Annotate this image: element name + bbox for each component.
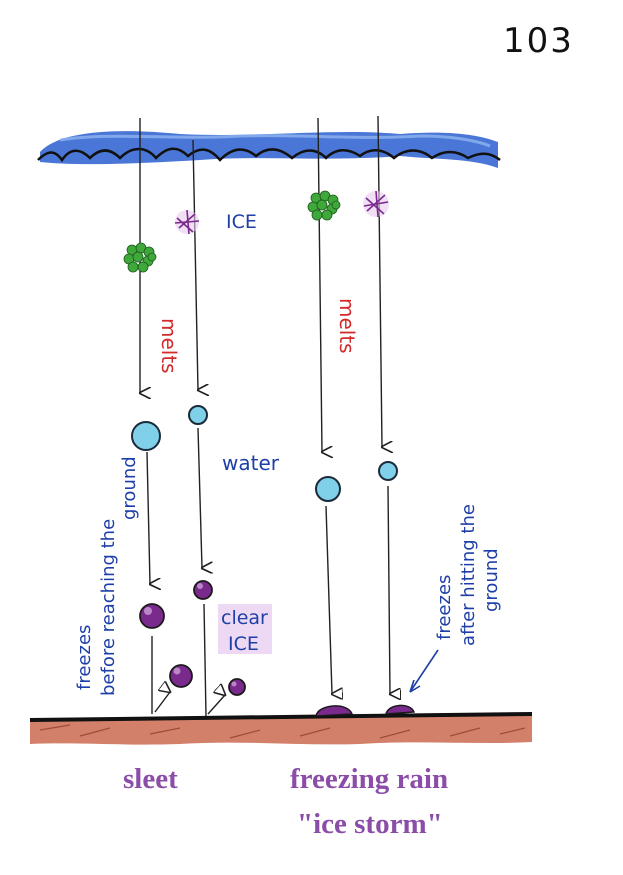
path-line-4-lower bbox=[387, 485, 390, 694]
label-freezes-after: freezes after hitting the ground bbox=[434, 504, 502, 646]
svg-text:freezes: freezes bbox=[434, 575, 455, 640]
svg-text:freezes: freezes bbox=[74, 625, 95, 690]
fall-lines bbox=[140, 115, 390, 717]
snowflake-1 bbox=[174, 209, 200, 235]
svg-text:after hitting the: after hitting the bbox=[458, 504, 479, 646]
sleet-pellet-3 bbox=[169, 664, 193, 688]
pointer-arrow bbox=[409, 649, 439, 693]
path-line-2-lower bbox=[203, 603, 207, 717]
snowflake-2 bbox=[363, 190, 389, 218]
path-line-3-lower bbox=[325, 505, 332, 694]
path-line-2-mid bbox=[197, 427, 202, 568]
svg-text:ground: ground bbox=[119, 456, 140, 520]
bounce-arrow-1 bbox=[154, 692, 170, 713]
svg-text:ground: ground bbox=[481, 548, 502, 612]
sleet-pellet-2 bbox=[193, 580, 213, 600]
clear-ice-highlight bbox=[218, 604, 272, 654]
ice-glaze bbox=[315, 704, 416, 717]
sleet-pellet-4 bbox=[228, 678, 246, 696]
water-drop-2 bbox=[188, 405, 208, 425]
caption-ice-storm: "ice storm" bbox=[297, 808, 443, 840]
label-water: water bbox=[222, 451, 280, 475]
svg-text:before reaching the: before reaching the bbox=[98, 519, 119, 696]
ice-crystal-cluster-2 bbox=[307, 190, 341, 221]
caption-sleet: sleet bbox=[123, 763, 178, 795]
label-melts-right: melts bbox=[335, 298, 359, 354]
label-ice: ICE bbox=[226, 211, 257, 233]
label-freezes-before: freezes before reaching the ground bbox=[74, 456, 140, 696]
label-clear-ice-line1: clear bbox=[221, 607, 268, 629]
sleet-pellet-1 bbox=[139, 603, 165, 629]
label-clear-ice-line2: ICE bbox=[228, 633, 259, 655]
ice-crystal-cluster-1 bbox=[123, 242, 157, 273]
bounce-arrow-2 bbox=[207, 695, 225, 715]
path-line-3 bbox=[317, 117, 322, 452]
page-number: 103 bbox=[503, 21, 574, 61]
path-line-4 bbox=[377, 115, 382, 447]
cloud bbox=[37, 131, 501, 168]
path-line-1-mid bbox=[146, 451, 150, 584]
path-line-2-upper bbox=[192, 139, 198, 390]
water-drop-3 bbox=[315, 476, 341, 502]
caption-freezing-rain: freezing rain bbox=[290, 763, 448, 795]
water-drop-1 bbox=[131, 421, 161, 451]
ground bbox=[29, 712, 533, 745]
label-melts-left: melts bbox=[157, 318, 181, 374]
water-drop-4 bbox=[378, 461, 398, 481]
